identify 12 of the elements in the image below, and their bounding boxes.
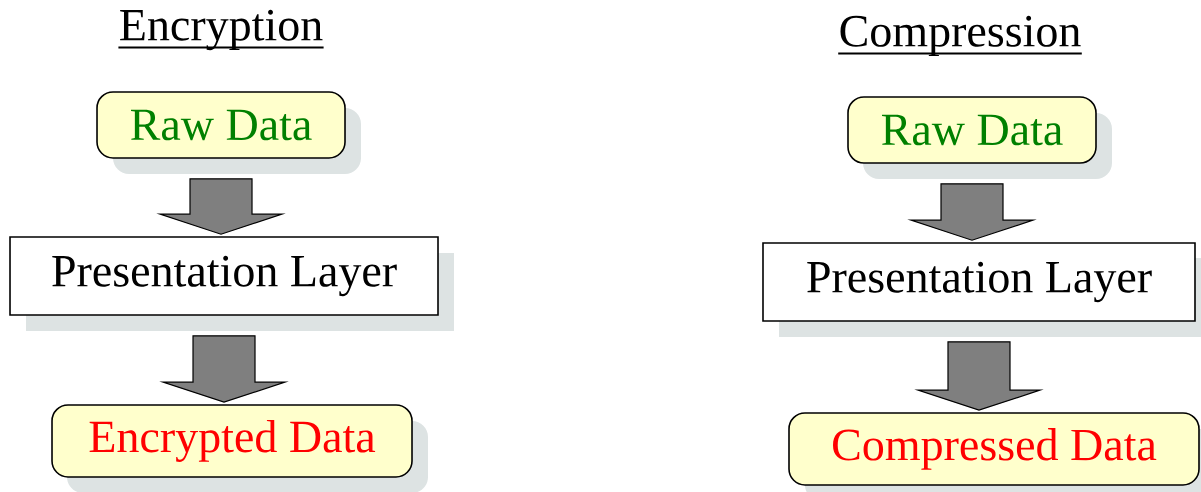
text-box: Raw Data <box>847 96 1112 179</box>
column-heading: Compression <box>840 15 1081 57</box>
block-arrow <box>156 178 286 235</box>
column-heading: Encryption <box>120 9 323 51</box>
block-arrow <box>907 183 1037 241</box>
text-box: Presentation Layer <box>762 242 1201 337</box>
text-box: Presentation Layer <box>9 236 454 331</box>
block-arrow <box>914 341 1044 411</box>
text-box: Encrypted Data <box>51 404 428 492</box>
text-box: Raw Data <box>96 91 361 174</box>
text-box: Compressed Data <box>788 412 1201 492</box>
block-arrow <box>159 335 289 403</box>
